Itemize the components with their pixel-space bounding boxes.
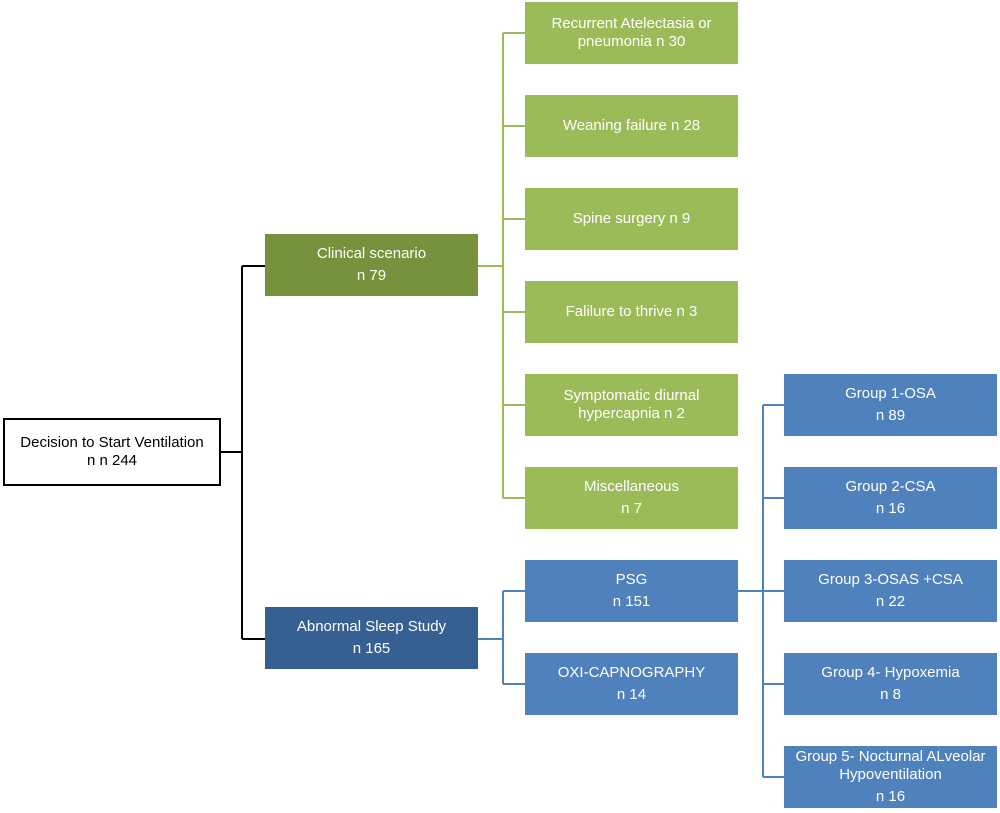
- group-label: Group 4- Hypoxemia: [821, 664, 960, 681]
- clinical-item-line2: pneumonia n 30: [577, 33, 686, 50]
- root-title: Decision to Start Ventilation: [20, 434, 204, 451]
- clinical-item-line1: Falilure to thrive n 3: [565, 303, 698, 320]
- abnormal-sleep-study-node: Abnormal Sleep Study n 165: [265, 607, 478, 669]
- clinical-item-line1: Symptomatic diurnal: [563, 387, 700, 404]
- group-label: Group 5- Nocturnal ALveolar: [795, 748, 986, 765]
- clinical-scenario-label: Clinical scenario: [316, 245, 427, 262]
- method-label: PSG: [615, 571, 648, 588]
- method-count: n 151: [612, 593, 651, 610]
- group-count: n 16: [875, 500, 906, 517]
- clinical-item-line2: n 7: [621, 500, 642, 517]
- group-count: n 89: [875, 407, 906, 424]
- clinical-item-spine-surgery: Spine surgery n 9: [525, 188, 738, 250]
- clinical-item-atelectasia: Recurrent Atelectasia or pneumonia n 30: [525, 2, 738, 64]
- clinical-item-line1: Miscellaneous: [583, 478, 680, 495]
- root-decision-node: Decision to Start Ventilation n n 244: [3, 418, 221, 486]
- group-1-osa: Group 1-OSA n 89: [784, 374, 997, 436]
- method-label: OXI-CAPNOGRAPHY: [557, 664, 706, 681]
- method-psg: PSG n 151: [525, 560, 738, 622]
- clinical-item-diurnal-hypercapnia: Symptomatic diurnal hypercapnia n 2: [525, 374, 738, 436]
- group-label: Group 2-CSA: [845, 478, 936, 495]
- group-count: n 16: [875, 788, 906, 805]
- clinical-scenario-count: n 79: [356, 267, 387, 284]
- clinical-item-weaning-failure: Weaning failure n 28: [525, 95, 738, 157]
- group-3-osas-csa: Group 3-OSAS +CSA n 22: [784, 560, 997, 622]
- clinical-item-miscellaneous: Miscellaneous n 7: [525, 467, 738, 529]
- group-label: Group 3-OSAS +CSA: [818, 571, 963, 588]
- clinical-item-line1: Spine surgery n 9: [572, 210, 691, 227]
- clinical-item-line2: hypercapnia n 2: [578, 405, 685, 422]
- clinical-scenario-node: Clinical scenario n 79: [265, 234, 478, 296]
- group-4-hypoxemia: Group 4- Hypoxemia n 8: [784, 653, 997, 715]
- method-oxi-capnography: OXI-CAPNOGRAPHY n 14: [525, 653, 738, 715]
- root-count: n n 244: [86, 452, 138, 469]
- group-5-nocturnal-hypoventilation: Group 5- Nocturnal ALveolar Hypoventilat…: [784, 746, 997, 808]
- abnormal-sleep-study-label: Abnormal Sleep Study: [296, 618, 447, 635]
- clinical-item-line1: Weaning failure n 28: [562, 117, 701, 134]
- clinical-item-failure-to-thrive: Falilure to thrive n 3: [525, 281, 738, 343]
- group-label: Group 1-OSA: [845, 385, 936, 402]
- method-count: n 14: [616, 686, 647, 703]
- group-label-2: Hypoventilation: [839, 766, 942, 783]
- group-count: n 8: [880, 686, 901, 703]
- group-2-csa: Group 2-CSA n 16: [784, 467, 997, 529]
- abnormal-sleep-study-count: n 165: [352, 640, 391, 657]
- clinical-item-line1: Recurrent Atelectasia or: [551, 15, 712, 32]
- group-count: n 22: [875, 593, 906, 610]
